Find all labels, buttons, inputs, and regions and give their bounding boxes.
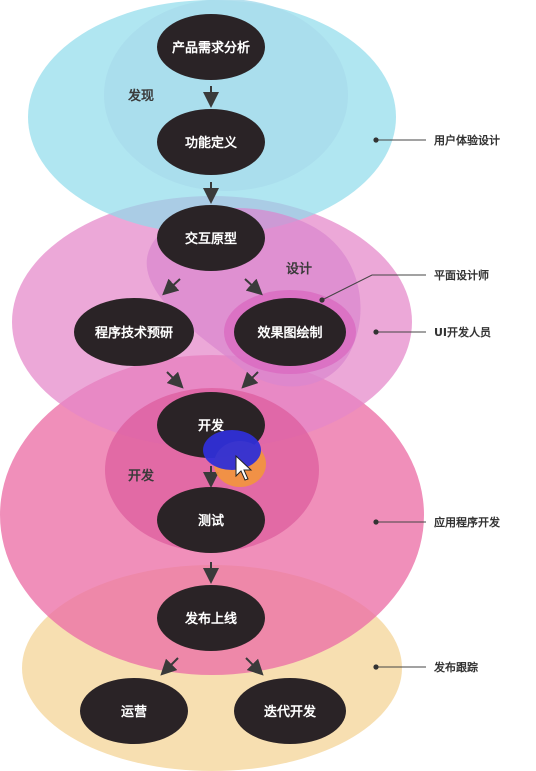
- role-graphic-label: 平面设计师: [434, 268, 489, 282]
- node-requirement-analysis: 产品需求分析: [157, 14, 265, 80]
- node-requirement-label: 产品需求分析: [172, 40, 250, 56]
- arrow-prototype-to-visual: [244, 278, 263, 296]
- cursor-highlight-blue: [203, 430, 261, 470]
- role-ux-label: 用户体验设计: [434, 133, 500, 147]
- node-iterate: 迭代开发: [234, 678, 346, 744]
- leader-ui-dot: [373, 329, 379, 335]
- node-release: 发布上线: [157, 585, 265, 651]
- arrow-visual-to-develop: [241, 371, 259, 389]
- node-tech-research-label: 程序技术预研: [95, 325, 173, 341]
- leader-graphic: [321, 274, 426, 301]
- node-release-label: 发布上线: [184, 611, 237, 627]
- leader-ux-dot: [373, 137, 379, 143]
- node-function-definition: 功能定义: [157, 109, 265, 175]
- role-app-dev-label: 应用程序开发: [434, 515, 501, 529]
- node-visual-design: 效果图绘制: [234, 298, 346, 366]
- node-operate: 运营: [80, 678, 188, 744]
- role-release-label: 发布跟踪: [433, 660, 478, 674]
- arrow-research-to-develop: [166, 371, 184, 389]
- leader-app-dev-dot: [373, 519, 379, 525]
- arrow-release-to-operate: [160, 657, 179, 676]
- node-test: 测试: [157, 487, 265, 553]
- leader-graphic-dot: [319, 297, 325, 303]
- phase-design-label: 设计: [286, 261, 312, 277]
- node-test-label: 测试: [198, 513, 224, 529]
- arrow-prototype-to-research: [162, 278, 181, 296]
- phase-discover-label: 发现: [127, 88, 154, 104]
- phase-develop-label: 开发: [128, 468, 155, 484]
- node-visual-design-label: 效果图绘制: [257, 325, 322, 341]
- node-iterate-label: 迭代开发: [264, 704, 317, 720]
- node-develop-label: 开发: [198, 418, 225, 434]
- node-operate-label: 运营: [121, 704, 147, 720]
- role-ui-label: UI开发人员: [434, 325, 491, 339]
- node-tech-research: 程序技术预研: [74, 298, 194, 366]
- mouse-pointer-icon: [235, 454, 253, 481]
- leader-release-dot: [373, 664, 379, 670]
- node-interaction-prototype: 交互原型: [157, 205, 265, 271]
- arrow-release-to-iterate: [245, 657, 264, 676]
- node-function-label: 功能定义: [185, 135, 238, 151]
- node-prototype-label: 交互原型: [185, 231, 237, 247]
